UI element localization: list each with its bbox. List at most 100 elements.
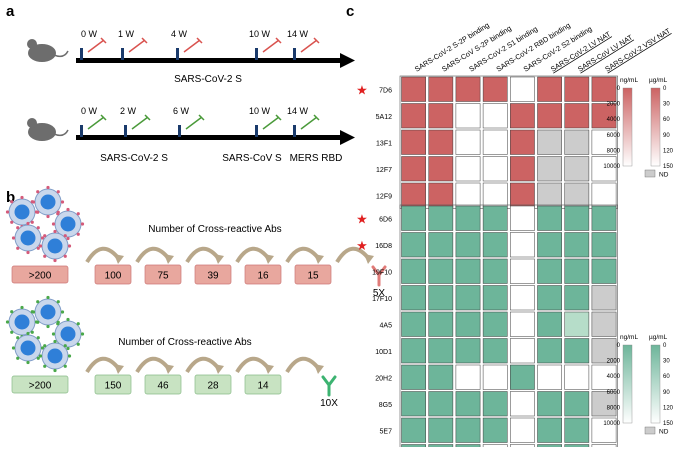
heatmap-cell — [564, 285, 590, 311]
heatmap-cell — [455, 129, 481, 155]
heatmap-cell — [401, 129, 426, 155]
receptor-icon — [66, 346, 70, 351]
timeline-1-ticks — [80, 48, 296, 60]
heatmap-cell — [455, 338, 481, 364]
legend-tick: 30 — [663, 359, 670, 365]
receptor-icon — [16, 336, 20, 340]
timeline-2-ticks — [80, 125, 296, 137]
heatmap-cell — [537, 258, 562, 284]
heatmap-cell — [482, 364, 508, 390]
heatmap-cell — [537, 338, 562, 364]
heatmap-cell — [428, 232, 454, 258]
count-value: 15 — [307, 271, 319, 282]
receptor-icon — [80, 222, 85, 226]
heatmap-cell — [401, 338, 426, 364]
legend-tick: 0 — [617, 343, 621, 349]
legend-tick: 120 — [663, 148, 674, 154]
legend-tick: 8000 — [607, 148, 621, 154]
heatmap-cell — [455, 391, 481, 417]
heatmap-cell — [591, 258, 617, 284]
receptor-icon — [63, 234, 67, 238]
heatmap-cell — [482, 285, 508, 311]
receptor-icon — [36, 320, 40, 324]
receptor-icon — [51, 222, 56, 226]
heatmap-cell — [510, 156, 535, 182]
receptor-icon — [46, 324, 50, 329]
receptor-icon — [60, 310, 65, 314]
count-value: 150 — [105, 381, 122, 392]
row2-week-0: 0 W — [81, 106, 98, 116]
receptor-icon — [46, 185, 50, 190]
start-count: >200 — [29, 271, 52, 282]
b-cell-nucleus-icon — [47, 348, 63, 364]
row-label: 10D1 — [375, 349, 392, 356]
b-cell-nucleus-icon — [40, 304, 56, 320]
heatmap-cell — [537, 182, 562, 208]
receptor-icon — [40, 346, 45, 350]
nd-swatch — [644, 426, 656, 435]
count-box — [94, 374, 132, 395]
receptor-icon — [76, 232, 80, 236]
antibody-icon — [321, 375, 337, 397]
b-cell-nucleus-icon — [20, 340, 36, 356]
receptor-icon — [26, 250, 30, 255]
receptor-icon — [36, 336, 40, 340]
heatmap-cell — [591, 338, 617, 364]
row2-week-1: 2 W — [120, 106, 137, 116]
panel-c-letter: c — [346, 3, 354, 20]
arrow-head-icon — [314, 364, 324, 374]
legend-tick: 60 — [663, 374, 670, 380]
curved-arrow-icon — [285, 246, 321, 264]
nd-swatch — [644, 169, 656, 178]
heatmap-cell — [455, 76, 481, 102]
heatmap-cell — [591, 311, 617, 337]
heatmap-cell — [401, 364, 426, 390]
receptor-icon — [16, 226, 20, 230]
heatmap-cell — [455, 285, 481, 311]
heatmap-cell — [537, 364, 562, 390]
arrow-head-icon — [364, 254, 374, 264]
heatmap-cell — [591, 285, 617, 311]
heatmap-cell — [428, 338, 454, 364]
receptor-icon — [10, 220, 14, 224]
heatmap-cell — [401, 391, 426, 417]
receptor-icon — [76, 322, 80, 326]
heatmap-cell — [564, 338, 590, 364]
row2-week-4: 14 W — [287, 106, 309, 116]
receptor-icon — [36, 356, 40, 360]
count-value: 16 — [257, 271, 269, 282]
receptor-icon — [63, 254, 67, 258]
heatmap-cell — [428, 76, 454, 102]
antibody-shape-icon — [371, 265, 387, 287]
arrow-head-icon — [214, 364, 224, 374]
legend-tick: 150 — [663, 421, 674, 427]
heatmap-cell — [591, 232, 617, 258]
receptor-icon — [36, 246, 40, 250]
row1-week-1: 1 W — [118, 29, 135, 39]
receptor-icon — [31, 200, 36, 204]
heatmap-cell — [537, 232, 562, 258]
receptor-icon — [38, 354, 43, 358]
receptor-icon — [38, 244, 43, 248]
curved-arrow-icon — [135, 356, 171, 374]
row-label: 7D6 — [379, 87, 392, 94]
heatmap-cell — [564, 182, 590, 208]
receptor-icon — [63, 364, 67, 368]
row1-antigen-label: SARS-CoV-2 S — [174, 74, 242, 85]
b-cell-nucleus-icon — [20, 230, 36, 246]
heatmap-cell — [564, 129, 590, 155]
heatmap-cell — [482, 338, 508, 364]
row1-week-2: 4 W — [171, 29, 188, 39]
heatmap-cell — [537, 156, 562, 182]
arrow-head-icon — [314, 254, 324, 264]
heatmap-cell — [591, 205, 617, 231]
receptor-icon — [56, 322, 60, 326]
heatmap-cell — [510, 285, 535, 311]
star-icon: ★ — [356, 238, 368, 253]
heatmap-cell — [428, 391, 454, 417]
row-label: 4A5 — [380, 322, 393, 329]
heatmap-cell — [401, 205, 426, 231]
arrow-head-icon — [114, 254, 124, 264]
